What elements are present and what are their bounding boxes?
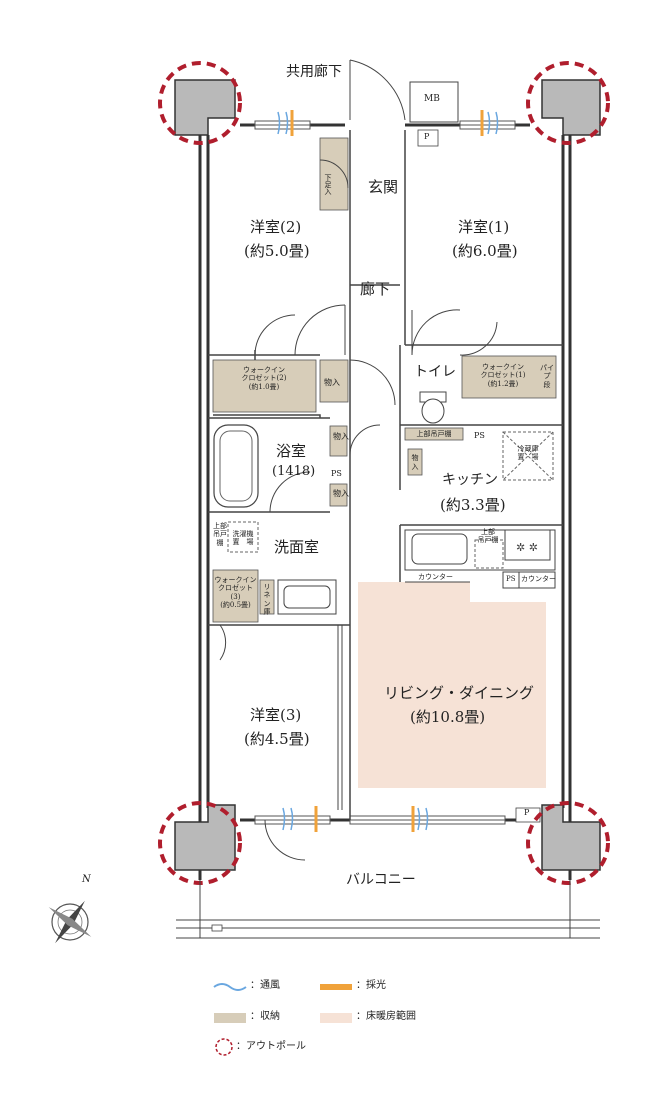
columns: [174, 79, 601, 871]
western2-label: 洋室(2): [250, 218, 302, 236]
common-corridor-label: 共用廊下: [286, 64, 342, 80]
bathtub: [213, 424, 259, 508]
ps3-label: PS: [506, 575, 516, 583]
western3-label: 洋室(3): [250, 706, 302, 724]
legend-daylight: ：採光: [356, 980, 386, 991]
daylight-icons: [290, 110, 484, 832]
kitchen-label: キッチン: [442, 472, 498, 488]
genkan-label: 玄関: [368, 178, 399, 196]
western1-label: 洋室(1): [458, 218, 510, 236]
legend-ventilation: ：通風: [250, 980, 280, 991]
toilet-label: トイレ: [414, 364, 456, 380]
shoe-box-label: 下足入: [324, 174, 332, 195]
pipe-space-label: パイプ 段: [540, 364, 554, 389]
balcony-railing: [176, 880, 600, 939]
storage-b-label: 物入: [333, 432, 349, 441]
wic3-label: ウォークイン クロゼット (3) (約0.5畳): [214, 576, 257, 610]
wic2-label: ウォークイン クロゼット(2) (約1.0畳): [241, 366, 287, 391]
ventilation-icons: [277, 111, 499, 831]
p-label-top: P: [424, 132, 430, 141]
ps2-label: PS: [331, 469, 342, 478]
wic1-label: ウォークイン クロゼット(1) (約1.2畳): [480, 363, 526, 388]
storage-c-label: 物入: [333, 489, 349, 498]
balcony-label: バルコニー: [346, 872, 416, 888]
living-size-label: (約10.8畳): [410, 708, 486, 726]
storage-a-label: 物入: [324, 378, 340, 387]
p-label-bottom: P: [524, 808, 530, 817]
floor-heating-area: [358, 582, 546, 788]
kitchen-size-label: (約3.3畳): [440, 496, 506, 514]
living-label: リビング・ダイニング: [384, 684, 535, 702]
fridge-label: 冷蔵庫 置 場: [517, 445, 539, 462]
ps1-label: PS: [474, 431, 485, 440]
legend-swatches: [213, 983, 352, 1056]
compass-icon: [48, 900, 92, 944]
walls: [198, 123, 572, 880]
p-box-top: [417, 129, 439, 147]
western2-size-label: (約5.0畳): [244, 242, 310, 260]
upper-cabinet-toilet-label: 上部吊戸棚: [416, 430, 452, 438]
upper-shelf-wash-label: 上部 吊戸 棚: [213, 522, 227, 547]
washroom-label: 洗面室: [274, 538, 320, 556]
mb-label: MB: [424, 94, 440, 104]
stove-burners: ✲ ✲: [516, 541, 538, 554]
storage-d-label: 物入: [411, 454, 419, 471]
vanity: [277, 579, 337, 615]
western1-size-label: (約6.0畳): [452, 242, 518, 260]
legend-outpole: ：アウトポール: [236, 1041, 306, 1052]
compass-n-label: N: [82, 874, 91, 885]
stove: [504, 529, 551, 561]
doors: [219, 59, 498, 861]
hallway-label: 廊下: [360, 280, 391, 298]
outpole-markers: [158, 61, 610, 885]
legend-storage: ：収納: [250, 1011, 280, 1022]
mb-box: [409, 81, 459, 123]
western3-size-label: (約4.5畳): [244, 730, 310, 748]
storage-areas: [212, 137, 557, 623]
toilet-bowl: [421, 398, 445, 424]
washer-label: 洗濯機 置 場: [232, 530, 254, 547]
fridge-space: [502, 431, 554, 481]
legend-floor-heating: ：床暖房範囲: [356, 1011, 416, 1022]
bath-size-label: (1418): [272, 464, 316, 479]
upper-cabinet-kitchen-label: 上部 吊戸棚: [477, 528, 499, 545]
interior-walls: [208, 130, 563, 820]
counter2-label: カウンター: [521, 575, 556, 583]
washer-space: [227, 521, 259, 553]
kitchen-sink: [411, 533, 468, 565]
bath-label: 浴室: [276, 442, 307, 460]
counter1-label: カウンター: [418, 573, 453, 581]
linen-label: リネン庫: [263, 583, 271, 617]
